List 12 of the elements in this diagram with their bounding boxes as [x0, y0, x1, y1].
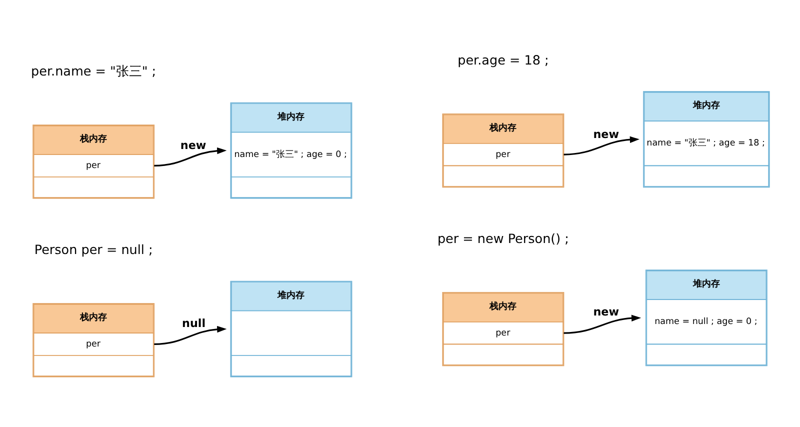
label: Person per = null ;: [34, 242, 153, 258]
arrow: [564, 314, 642, 334]
edge-label: new: [593, 306, 620, 319]
edge-label: null: [182, 316, 206, 330]
label: per.age = 18 ;: [458, 53, 549, 68]
label: per = new Person() ;: [437, 232, 569, 247]
edge-label: new: [593, 128, 620, 141]
arrow: [154, 147, 227, 166]
arrow: [564, 136, 640, 156]
arrow: [154, 326, 227, 345]
edge-label: new: [180, 139, 206, 152]
label: per.name = "张三" ;: [31, 64, 156, 80]
